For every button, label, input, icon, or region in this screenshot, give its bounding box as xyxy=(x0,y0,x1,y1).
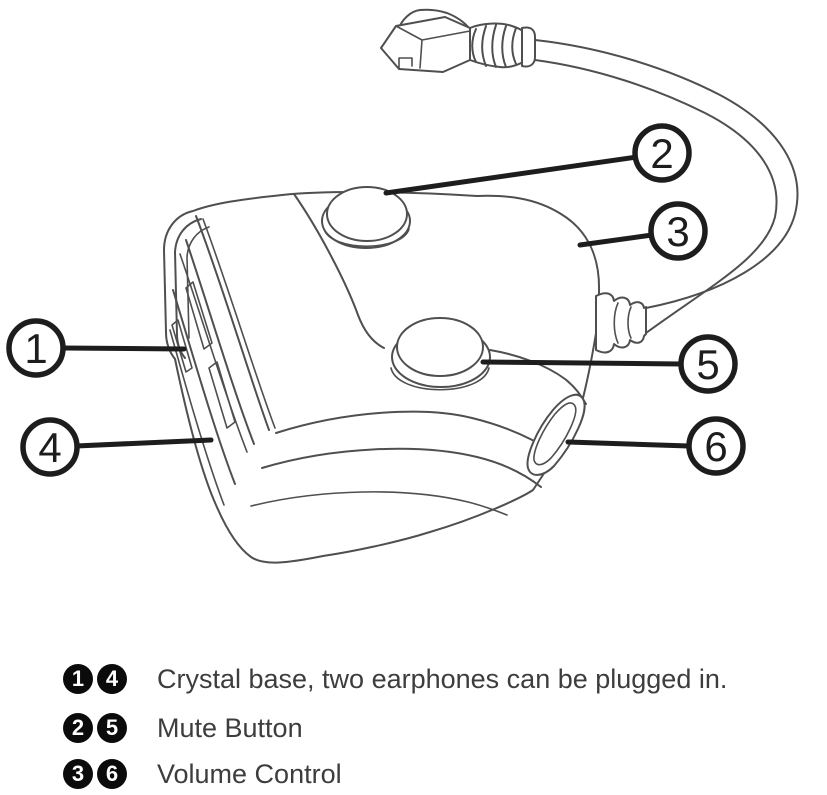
rj-plug-boot-rib-4 xyxy=(501,25,507,68)
callout-4: 4 xyxy=(20,417,214,477)
legend-badge-3: 3 xyxy=(63,759,93,789)
jack-slat-3 xyxy=(172,289,236,485)
callout-annotations: 1 2 3 4 5 xyxy=(6,123,746,477)
callout-4-number: 4 xyxy=(38,424,61,471)
jack-slat-2 xyxy=(179,253,248,453)
cable-boot-on-adapter xyxy=(595,292,647,354)
callout-3: 3 xyxy=(577,201,708,261)
callout-1-number: 1 xyxy=(24,325,47,372)
legend-row-mute-button: 2 5 Mute Button xyxy=(63,713,303,743)
front-contour-2 xyxy=(261,447,542,488)
jack-socket-hole-2 xyxy=(208,361,236,429)
shell-rim-line-1 xyxy=(174,218,202,359)
callout-3-number: 3 xyxy=(666,208,689,255)
jack-socket-hole-3 xyxy=(171,319,193,373)
adapter-diagram-canvas: 1 2 3 4 5 xyxy=(6,8,799,564)
front-contour-1 xyxy=(275,410,554,453)
callout-3-circle xyxy=(648,201,708,261)
jack-face-edge-outer xyxy=(195,215,270,431)
jack-slat-1 xyxy=(185,239,255,445)
callout-6-line xyxy=(565,439,692,449)
callout-6: 6 xyxy=(565,416,746,476)
callout-5-number: 5 xyxy=(696,341,719,388)
legend-badge-5: 5 xyxy=(97,713,127,743)
legend-text-volume-control: Volume Control xyxy=(157,758,342,789)
mute-button-front-cap xyxy=(396,317,484,377)
legend-row-volume-control: 3 6 Volume Control xyxy=(63,759,342,789)
callout-6-number: 6 xyxy=(704,423,727,470)
rj-plug-body-edges xyxy=(395,25,471,69)
legend-badge-2: 2 xyxy=(63,713,93,743)
rj-plug-boot-rib-5 xyxy=(511,27,517,65)
callout-2-number: 2 xyxy=(650,130,673,177)
rj-plug-boot-rib-3 xyxy=(491,24,497,68)
callout-6-circle xyxy=(686,416,746,476)
callout-2: 2 xyxy=(383,123,692,196)
rj-plug-boot-flare xyxy=(521,26,536,68)
callout-5-line xyxy=(480,359,684,367)
cable-boot-rib-2 xyxy=(627,306,632,339)
telephone-adapter-drawing xyxy=(163,8,799,564)
callout-5-circle xyxy=(678,334,738,394)
jack-face-edge-inner xyxy=(202,218,276,429)
legend-badge-6: 6 xyxy=(97,759,127,789)
mute-button-top-skirt xyxy=(323,228,410,247)
callout-2-circle xyxy=(632,123,692,183)
legend-text-crystal-base: Crystal base, two earphones can be plugg… xyxy=(157,663,728,694)
rj-plug-boot-rib-1 xyxy=(471,28,477,63)
shell-rim-line-2 xyxy=(186,226,210,339)
cable-inner-edge xyxy=(534,59,778,334)
rj-plug-contact-notch xyxy=(398,57,413,70)
callout-4-circle xyxy=(20,417,80,477)
callout-3-line xyxy=(577,232,655,248)
mute-button-front-skirt xyxy=(390,367,490,391)
cable-boot-rib-1 xyxy=(613,302,619,344)
adapter-body-outline xyxy=(163,191,601,564)
cable-outer-edge xyxy=(534,39,799,309)
volume-slot-inner xyxy=(533,402,577,466)
mute-button-top-cap xyxy=(326,186,408,242)
callout-4-line xyxy=(73,437,214,449)
legend-text-mute-button: Mute Button xyxy=(157,712,303,743)
legend-row-crystal-base: 1 4 Crystal base, two earphones can be p… xyxy=(63,664,727,694)
legend-badge-1: 1 xyxy=(63,664,93,694)
callout-1-circle xyxy=(6,318,66,378)
callout-2-line xyxy=(383,154,640,196)
callout-1: 1 xyxy=(6,318,187,378)
callout-5: 5 xyxy=(480,334,738,394)
jack-socket-hole-1 xyxy=(185,281,213,350)
top-face-crease xyxy=(293,193,385,349)
rj-plug-body xyxy=(380,16,471,73)
rj-plug-boot-rib-2 xyxy=(481,25,487,67)
callout-1-line xyxy=(59,345,187,352)
legend-badge-4: 4 xyxy=(97,664,127,694)
front-contour-3 xyxy=(250,491,508,516)
